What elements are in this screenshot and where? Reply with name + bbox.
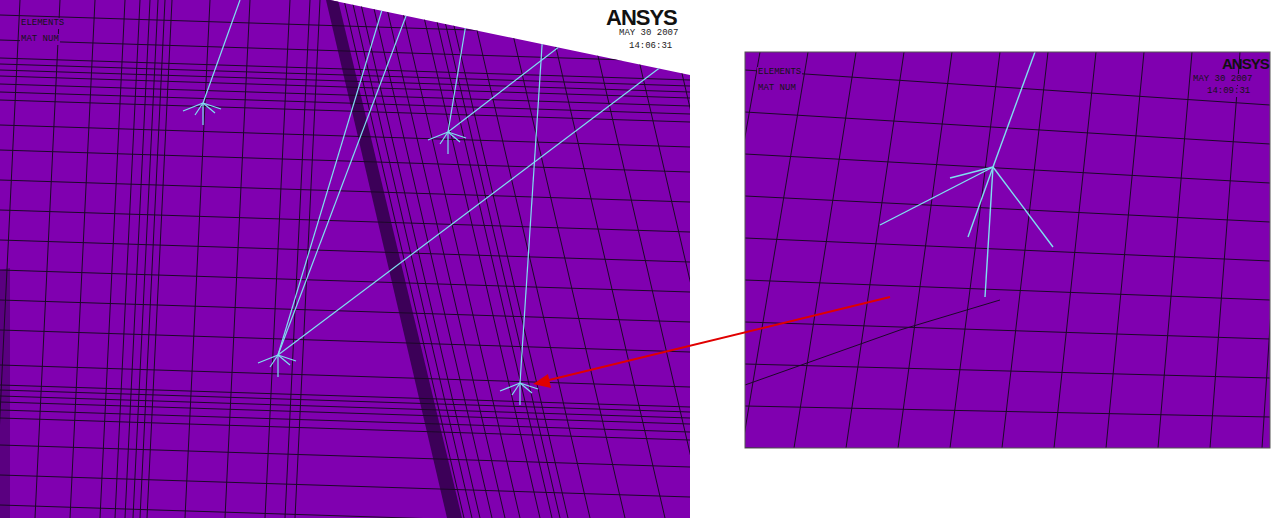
plot-type: ELEMENTS <box>757 67 802 78</box>
mesh-line <box>745 196 1270 222</box>
mesh-line <box>447 132 448 154</box>
mesh-line <box>278 0 385 355</box>
mesh-line <box>745 238 1270 261</box>
mesh-line <box>0 180 690 202</box>
mesh-line <box>265 0 290 518</box>
mesh-line <box>133 0 158 518</box>
mesh-line <box>448 0 470 132</box>
mesh-line <box>0 365 690 387</box>
plot-setting: MAT NUM <box>20 34 60 45</box>
mesh-line <box>745 330 900 385</box>
mesh-line <box>1210 52 1240 448</box>
mesh-line <box>140 0 165 518</box>
plot-time: 14:06:31 <box>629 41 672 52</box>
mesh-line <box>0 330 690 352</box>
mesh-line <box>147 0 172 518</box>
mesh-line <box>985 167 993 297</box>
mesh-line <box>0 270 690 292</box>
mesh-line <box>432 0 552 518</box>
mesh-line <box>278 355 296 361</box>
mesh-line <box>0 150 690 172</box>
mesh-line <box>0 210 690 232</box>
mesh-line <box>352 0 472 518</box>
mesh-line <box>278 0 412 355</box>
mesh-line <box>0 125 690 147</box>
mesh-line <box>440 132 448 144</box>
mesh-line <box>202 103 203 125</box>
mesh-line <box>0 390 690 412</box>
mesh-line <box>846 52 904 448</box>
plot-date: MAY 30 2007 <box>619 28 678 39</box>
mesh-line <box>993 52 1035 167</box>
mesh-line <box>0 100 690 122</box>
mesh-line <box>0 40 690 62</box>
mesh-line <box>270 355 278 367</box>
mesh-line <box>745 406 1270 417</box>
mesh-line <box>898 52 952 448</box>
mesh-line <box>950 52 1000 448</box>
mesh-line <box>100 0 125 518</box>
plot-date: MAY 30 2007 <box>1192 74 1253 85</box>
mesh-surface <box>0 0 690 518</box>
mesh-line <box>0 396 690 418</box>
mesh-line <box>0 505 690 518</box>
mesh-line <box>195 103 203 115</box>
software-logo: ANSYS <box>1222 56 1269 72</box>
mesh-line <box>0 240 690 262</box>
mesh-line <box>470 0 590 518</box>
mesh-line <box>745 364 1270 378</box>
mesh-line <box>1106 52 1144 448</box>
mesh-line <box>745 70 1270 105</box>
mesh-line <box>745 52 760 448</box>
mesh-line <box>1158 52 1192 448</box>
pointer-arrow <box>533 297 890 388</box>
mesh-line <box>448 0 620 132</box>
mesh-line <box>203 103 221 109</box>
mesh-line <box>519 383 520 405</box>
mesh-line <box>0 64 690 86</box>
mesh-line <box>448 132 466 138</box>
mesh-line <box>950 167 993 178</box>
mesh-line <box>0 300 690 322</box>
mesh-line <box>125 0 150 518</box>
mesh-line <box>285 0 310 518</box>
mesh-line <box>993 167 1053 247</box>
mesh-line <box>1262 52 1270 448</box>
mesh-line <box>278 45 690 355</box>
mesh-line <box>0 58 690 80</box>
plot-type: ELEMENTS <box>20 18 65 29</box>
mesh-line <box>745 154 1270 183</box>
mesh-line <box>0 0 20 518</box>
mesh-line <box>0 15 690 37</box>
mesh-line <box>440 0 560 518</box>
mesh-line <box>0 445 690 467</box>
mesh-line <box>0 70 690 92</box>
mesh-line <box>745 280 1270 300</box>
mesh-line <box>745 52 808 448</box>
mesh-line <box>512 383 520 395</box>
plot-setting: MAT NUM <box>757 83 797 94</box>
mesh-line <box>0 475 690 497</box>
mesh-line <box>203 0 240 103</box>
mesh-line <box>277 355 278 377</box>
mesh-line <box>70 0 95 518</box>
mesh-line <box>0 385 690 407</box>
mesh-line <box>1054 52 1096 448</box>
software-logo: ANSYS <box>606 6 677 30</box>
mesh-line <box>900 300 1000 330</box>
zoom-frame <box>745 52 1270 448</box>
mesh-line <box>520 0 545 383</box>
mesh-line <box>185 0 210 518</box>
mesh-line <box>794 52 856 448</box>
mesh-line <box>0 418 690 440</box>
plot-time: 14:09:31 <box>1206 86 1251 97</box>
mesh-line <box>448 0 568 518</box>
zoom-surface <box>745 52 1270 448</box>
mesh-line <box>745 322 1270 339</box>
